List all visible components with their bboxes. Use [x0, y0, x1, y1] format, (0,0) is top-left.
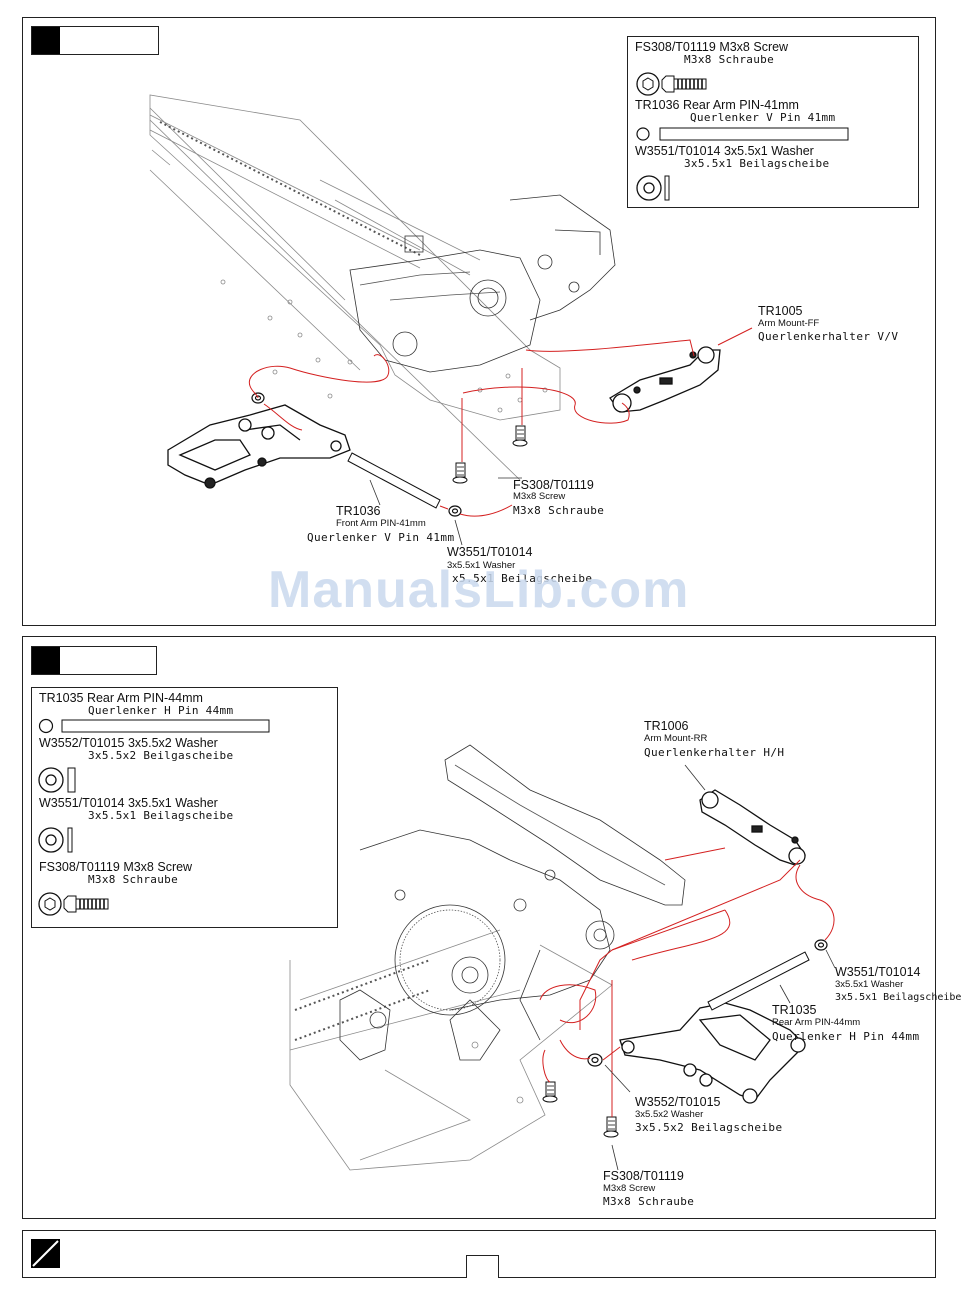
- washer-icon: [38, 827, 73, 853]
- part-name: TR1036 Rear Arm PIN-41mm: [635, 98, 799, 112]
- callout-name: 3x5.5x2 Washer: [635, 1109, 704, 1120]
- callout-code: W3552/T01015: [635, 1095, 721, 1109]
- part-name-de: Querlenker H Pin 44mm: [88, 704, 234, 717]
- washer-icon: [38, 767, 76, 793]
- callout-name: Front Arm PIN-41mm: [336, 518, 426, 529]
- washer-icon: [636, 175, 670, 201]
- part-name: W3551/T01014 3x5.5x1 Washer: [39, 796, 218, 810]
- pin-icon: [636, 127, 849, 141]
- callout-name: M3x8 Screw: [603, 1183, 656, 1194]
- callout-code: FS308/T01119: [603, 1169, 684, 1183]
- screw-icon: [636, 72, 707, 96]
- callout-code: W3551/T01014: [447, 545, 533, 559]
- callout-name-de: Querlenkerhalter V/V: [758, 330, 899, 343]
- callout-code: TR1036: [336, 504, 381, 518]
- part-name: TR1035 Rear Arm PIN-44mm: [39, 691, 203, 705]
- callout-code: TR1005: [758, 304, 803, 318]
- callout-name: Arm Mount-RR: [644, 733, 708, 744]
- part-name-de: 3x5.5x1 Beilagscheibe: [88, 809, 234, 822]
- screw-icon: [38, 892, 109, 916]
- watermark: ManualsLib.com: [268, 561, 690, 619]
- part-name-de: M3x8 Schraube: [88, 873, 178, 886]
- callout-name: 3x5.5x1 Washer: [447, 560, 516, 571]
- callout-name: M3x8 Screw: [513, 491, 566, 502]
- callout-name-de: Querlenkerhalter H/H: [644, 746, 785, 759]
- part-name: FS308/T01119 M3x8 Screw: [39, 860, 193, 874]
- part-name-de: Querlenker V Pin 41mm: [690, 111, 836, 124]
- callout-name-de: 3x5.5x1 Beilagscheibe: [835, 992, 961, 1003]
- callout-name-de: Querlenker H Pin 44mm: [772, 1030, 920, 1043]
- callout-name: 3x5.5x1 Washer: [835, 979, 904, 990]
- part-name: W3551/T01014 3x5.5x1 Washer: [635, 144, 814, 158]
- callout-name: Rear Arm PIN-44mm: [772, 1017, 861, 1028]
- callout-name: Arm Mount-FF: [758, 318, 820, 329]
- step-2-parts-list: TR1035 Rear Arm PIN-44mm Querlenker H Pi…: [31, 687, 338, 928]
- callout-code: W3551/T01014: [835, 965, 921, 979]
- step-1-number-tab: [31, 26, 159, 55]
- step-1-parts-list: FS308/T01119 M3x8 Screw M3x8 Schraube TR…: [627, 36, 919, 208]
- callout-code: FS308/T01119: [513, 478, 594, 492]
- part-name-de: 3x5.5x2 Beilgascheibe: [88, 749, 234, 762]
- callout-name-de: Querlenker V Pin 41mm: [307, 531, 455, 544]
- pin-icon: [38, 718, 270, 734]
- brand-logo-icon: [31, 1239, 60, 1268]
- callout-name-de: M3x8 Schraube: [513, 504, 605, 517]
- part-name-de: 3x5.5x1 Beilagscheibe: [684, 157, 830, 170]
- callout-name-de: x5.5x1 Beilagscheibe: [452, 572, 593, 585]
- page-number-tab: [466, 1255, 499, 1278]
- part-name-de: M3x8 Schraube: [684, 53, 774, 66]
- step-2-number-tab: [31, 646, 157, 675]
- callout-code: TR1006: [644, 719, 689, 733]
- part-name: FS308/T01119 M3x8 Screw: [635, 40, 789, 54]
- callout-name-de: M3x8 Schraube: [603, 1195, 695, 1208]
- callout-code: TR1035: [772, 1003, 817, 1017]
- part-name: W3552/T01015 3x5.5x2 Washer: [39, 736, 218, 750]
- callout-name-de: 3x5.5x2 Beilagscheibe: [635, 1121, 783, 1134]
